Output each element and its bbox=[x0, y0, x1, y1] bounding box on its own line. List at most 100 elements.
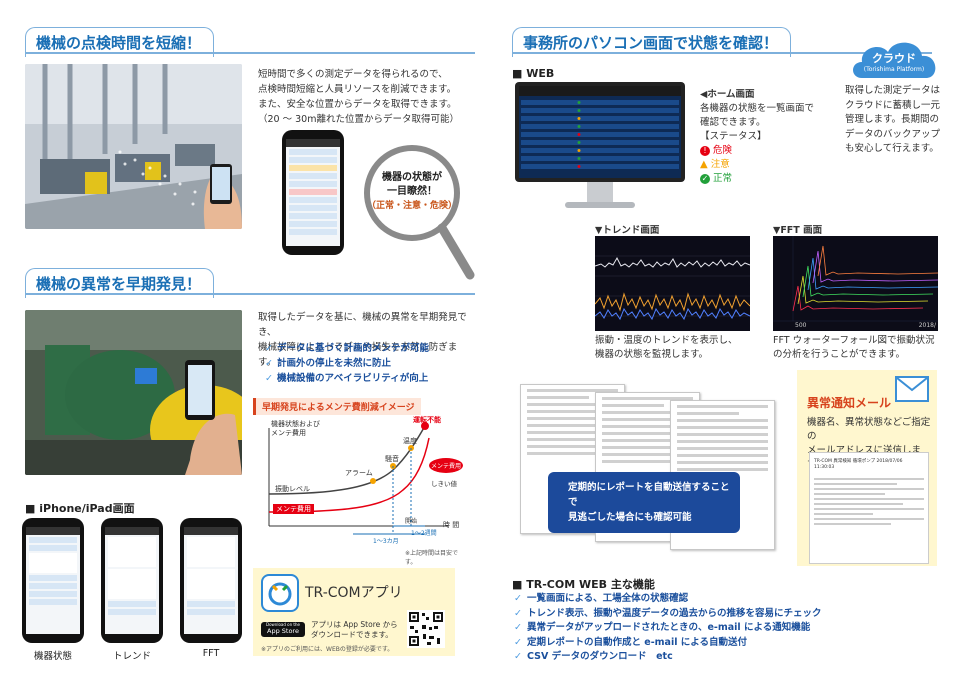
function-item: ✓一覧画面による、工場全体の状態確認 bbox=[514, 593, 689, 604]
inspection-line-2: 点検時間短縮と人員リソースを削減できます。 bbox=[258, 84, 457, 95]
phone-status-screen bbox=[282, 130, 344, 255]
functions-list: ✓一覧画面による、工場全体の状態確認 ✓トレンド表示、振動や温度データの過去から… bbox=[514, 592, 821, 665]
section-divider bbox=[25, 52, 475, 54]
inspection-line-3: また、安全な位置からデータを取得できます。 bbox=[258, 99, 457, 110]
mail-desc-1: 機器名、異常状態などご指定の bbox=[807, 417, 931, 442]
mail-icon bbox=[895, 376, 929, 402]
fft-axis-left: 500 bbox=[795, 322, 807, 329]
web-monitor bbox=[515, 82, 685, 212]
app-icon bbox=[261, 574, 299, 612]
danger-icon: ! bbox=[700, 146, 710, 156]
home-desc-1: 各機器の状態を一覧画面で bbox=[700, 103, 815, 114]
start-label: 開始 bbox=[405, 518, 418, 525]
phone-trend bbox=[101, 518, 163, 643]
home-screen-info: ◀ホーム画面 各機器の状態を一覧画面で 確認できます。 【ステータス】 !危険 … bbox=[700, 89, 815, 184]
fft-axis-right: 2018/ bbox=[918, 322, 936, 329]
app-name: TR-COMアプリ bbox=[305, 585, 403, 601]
report-banner-line-1: 定期的にレポートを自動送信することで bbox=[568, 482, 730, 508]
trend-desc-2: 機器の状態を監視します。 bbox=[595, 349, 709, 360]
cloud-desc-2: クラウドに蓄積し一元 bbox=[845, 99, 941, 111]
home-desc-2: 確認できます。 bbox=[700, 117, 766, 128]
benefit-item: ✓機械設備のアベイラビリティが向上 bbox=[265, 373, 429, 384]
stage-noise: 騒音 bbox=[385, 455, 399, 463]
inspection-line-1: 短時間で多くの測定データを得られるので、 bbox=[258, 69, 448, 80]
early-detection-line-1: 取得したデータを基に、機械の異常を早期発見でき、 bbox=[258, 312, 467, 338]
app-promo-box: TR-COMアプリ Download on the App Store アプリは… bbox=[253, 568, 455, 656]
magnifier-text-2: 一目瞭然！ bbox=[387, 186, 437, 197]
threshold-label: しきい値 bbox=[431, 480, 457, 488]
magnifier-text-1: 機器の状態が bbox=[382, 172, 442, 183]
trend-chart bbox=[595, 236, 750, 331]
function-item: ✓定期レポートの自動作成と e-mail による自動送付 bbox=[514, 636, 748, 648]
maintenance-cost-label: メンテ費用 bbox=[273, 504, 314, 514]
phone-equipment-status bbox=[22, 518, 84, 643]
app-note: ※アプリのご利用には、WEBの登録が必要です。 bbox=[261, 646, 394, 653]
app-download-line-1: アプリは App Store から bbox=[311, 620, 398, 629]
diagram-ylabel-1: 機器状態および bbox=[271, 420, 320, 428]
alert-mail-title: 異常通知メール bbox=[807, 396, 892, 410]
trend-desc-1: 振動・温度のトレンドを表示し、 bbox=[595, 335, 738, 346]
section-divider bbox=[512, 52, 932, 54]
diagram-note: ※上記時間は目安です。 bbox=[405, 550, 459, 566]
store-badge-small: Download on the bbox=[266, 622, 300, 627]
diagram-ylabel-2: メンテ費用 bbox=[271, 429, 306, 437]
report-banner-line-2: 見逃ごした場合にも確認可能 bbox=[568, 512, 692, 523]
magnifier-text-3: （正常・注意・危険） bbox=[367, 201, 458, 211]
phone-fft bbox=[180, 518, 242, 643]
qr-code[interactable] bbox=[407, 610, 445, 648]
cloud-sublabel: (Torishima Platform) bbox=[863, 66, 925, 73]
functions-heading: ■ TR-COM WEB 主な機能 bbox=[512, 578, 655, 591]
pump-room-photo bbox=[25, 64, 242, 229]
caption-fft: FFT bbox=[202, 648, 220, 659]
app-download-line-2: ダウンロードできます。 bbox=[311, 630, 393, 639]
cloud-desc-1: 取得した測定データは bbox=[845, 85, 941, 96]
early-detection-description: 取得したデータを基に、機械の異常を早期発見でき、 機械故障によるトラブルや損失を… bbox=[258, 310, 473, 370]
fft-desc-2: の分析を行うことができます。 bbox=[773, 349, 906, 360]
report-banner: 定期的にレポートを自動送信することで 見逃ごした場合にも確認可能 bbox=[548, 472, 740, 533]
function-item: ✓トレンド表示、振動や温度データの過去からの推移を容易にチェック bbox=[514, 607, 822, 619]
span-1-2-weeks: 1～2週間 bbox=[411, 530, 437, 537]
early-detection-line-2: 機械故障によるトラブルや損失を未然に防ぎます。 bbox=[258, 342, 458, 368]
maintenance-cost-diagram: 早期発見によるメンテ費削減イメージ 機器状態および メンテ費用 振動レベル メン… bbox=[253, 398, 468, 566]
alert-mail-box: 異常通知メール 機器名、異常状態などご指定の メールアドレスに送信します。 TR… bbox=[797, 370, 937, 566]
caption-equipment-status: 機器状態 bbox=[33, 651, 72, 662]
stage-temperature: 温度 bbox=[403, 437, 417, 445]
cloud-desc-3: 管理します。長期間の bbox=[845, 114, 940, 125]
inspection-line-4: （20 ～ 30m離れた位置からデータ取得可能） bbox=[258, 114, 459, 125]
store-badge-label: App Store bbox=[267, 627, 299, 635]
diagram-title: 早期発見によるメンテ費削減イメージ bbox=[253, 398, 421, 415]
mail-subject: TR-COM 異常検知 循環ポンプ 2018/07/06 11:30:03 bbox=[814, 459, 903, 470]
maintenance-cost-badge: メンテ費用 bbox=[429, 458, 464, 473]
inspection-description: 短時間で多くの測定データを得られるので、 点検時間短縮と人員リソースを削減できま… bbox=[258, 67, 473, 127]
trend-description: 振動・温度のトレンドを表示し、 機器の状態を監視します。 bbox=[595, 334, 738, 362]
function-item: ✓CSV データのダウンロード etc bbox=[514, 651, 673, 662]
status-danger: !危険 bbox=[700, 144, 814, 158]
web-heading: ■ WEB bbox=[512, 67, 555, 80]
stage-alarm: アラーム bbox=[345, 469, 373, 477]
benefit-item: ✓計画外の停止を未然に防止 bbox=[265, 358, 391, 369]
trend-label: ▼トレンド画面 bbox=[595, 225, 660, 236]
benefit-checklist: ✓データに基づく計画的メンテが可能 ✓計画外の停止を未然に防止 ✓機械設備のアベ… bbox=[265, 341, 429, 386]
vibration-level-label: 振動レベル bbox=[275, 485, 310, 493]
fft-label: ▼FFT 画面 bbox=[773, 225, 823, 236]
check-icon: ✓ bbox=[700, 174, 710, 184]
function-item: ✓異常データがアップロードされたときの、e-mail による通知機能 bbox=[514, 622, 811, 633]
time-axis-label: 時 間 bbox=[443, 521, 460, 529]
fft-desc-1: FFT ウォーターフォール図で振動状況 bbox=[773, 335, 935, 346]
fft-description: FFT ウォーターフォール図で振動状況 の分析を行うことができます。 bbox=[773, 334, 935, 362]
app-store-badge[interactable]: Download on the App Store bbox=[261, 622, 305, 637]
pump-hand-photo bbox=[25, 310, 242, 475]
benefit-item: ✓データに基づく計画的メンテが可能 bbox=[265, 343, 429, 354]
status-heading: 【ステータス】 bbox=[700, 131, 767, 142]
caption-trend: トレンド bbox=[112, 651, 151, 662]
status-warning: ▲注意 bbox=[700, 159, 730, 170]
magnifier-graphic: 機器の状態が 一目瞭然！ （正常・注意・危険） bbox=[362, 143, 480, 283]
iphone-heading: ■ iPhone/iPad画面 bbox=[25, 502, 135, 515]
home-screen-label: ホーム画面 bbox=[707, 89, 755, 100]
stage-inoperable: 運転不能 bbox=[413, 416, 441, 424]
section-divider bbox=[25, 293, 475, 295]
cloud-desc-4: データのバックアップ bbox=[845, 128, 941, 140]
status-ok: ✓正常 bbox=[700, 173, 733, 184]
fft-chart: 500 2018/ bbox=[773, 236, 938, 331]
span-1-3-months: 1～3カ月 bbox=[373, 538, 399, 545]
